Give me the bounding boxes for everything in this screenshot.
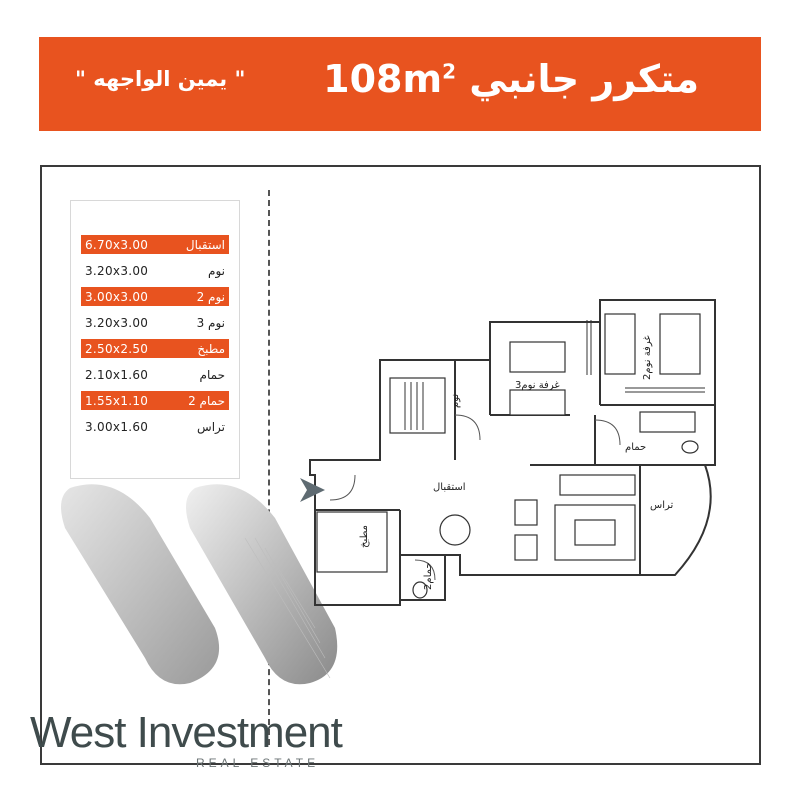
plan-label-bath2: حمام2 bbox=[423, 562, 434, 590]
plan-label-bedroom2: غرفة نوم2 bbox=[642, 335, 653, 380]
plan-label-bath: حمام bbox=[625, 442, 646, 453]
dining-table bbox=[439, 514, 471, 546]
spec-row-bathroom2: 1.55x1.10 حمام 2 bbox=[81, 391, 229, 410]
armchair-2 bbox=[514, 534, 538, 561]
plan-outer-wall bbox=[309, 299, 716, 606]
spec-row-bedroom3: 3.20x3.00 نوم 3 bbox=[85, 315, 225, 330]
plan-label-reception: استقبال bbox=[433, 482, 466, 493]
logo-left-stroke bbox=[61, 484, 220, 685]
building-logo-graphic bbox=[61, 484, 338, 685]
toilet-1 bbox=[681, 440, 699, 454]
bed-3 bbox=[509, 389, 566, 416]
plan-label-kitchen: مطبخ bbox=[359, 525, 370, 548]
plan-label-bedroom3: غرفة نوم3 bbox=[515, 380, 560, 391]
spec-row-bedroom: 3.20x3.00 نوم bbox=[85, 263, 225, 278]
unit-title: متكرر جانبي 108m2 bbox=[323, 57, 699, 101]
sofa bbox=[559, 474, 636, 496]
floor-plan: نوم غرفة نوم3 غرفة نوم2 حمام استقبال ترا… bbox=[300, 299, 716, 606]
door-arc bbox=[594, 419, 621, 446]
door-arc bbox=[414, 559, 436, 581]
spec-row-bathroom: 2.10x1.60 حمام bbox=[85, 367, 225, 382]
armchair-1 bbox=[514, 499, 538, 526]
bed-2 bbox=[509, 341, 566, 373]
room-dimensions-panel: 6.70x3.00 استقبال 3.20x3.00 نوم 3.00x3.0… bbox=[70, 200, 240, 479]
plan-frame bbox=[40, 165, 761, 765]
bathtub bbox=[639, 411, 696, 433]
spec-row-reception: 6.70x3.00 استقبال bbox=[81, 235, 229, 254]
plan-label-terrace: تراس bbox=[650, 500, 674, 511]
kitchen-counter bbox=[316, 511, 388, 573]
door-arc bbox=[329, 474, 356, 501]
unit-type: متكرر جانبي bbox=[469, 57, 699, 101]
brand-name: West Investment bbox=[30, 708, 343, 757]
unit-area: 108m2 bbox=[323, 57, 456, 101]
toilet-2 bbox=[412, 581, 428, 599]
plan-label-bedroom: نوم bbox=[450, 394, 461, 408]
entrance-arrow-icon bbox=[300, 478, 325, 502]
unit-position: " يمين الواجهه " bbox=[75, 67, 246, 91]
header-banner: متكرر جانبي 108m2 " يمين الواجهه " bbox=[39, 37, 761, 131]
bed-5 bbox=[659, 313, 701, 375]
logo-right-stroke bbox=[186, 484, 338, 685]
bed-4 bbox=[604, 313, 636, 375]
spec-row-bedroom2: 3.00x3.00 نوم 2 bbox=[81, 287, 229, 306]
door-arc bbox=[454, 414, 481, 441]
spec-row-terrace: 3.00x1.60 تراس bbox=[85, 419, 225, 434]
spec-row-kitchen: 2.50x2.50 مطبخ bbox=[81, 339, 229, 358]
dashed-divider bbox=[268, 190, 270, 745]
brand-tagline: REAL ESTATE bbox=[196, 756, 320, 770]
tv bbox=[574, 519, 616, 546]
